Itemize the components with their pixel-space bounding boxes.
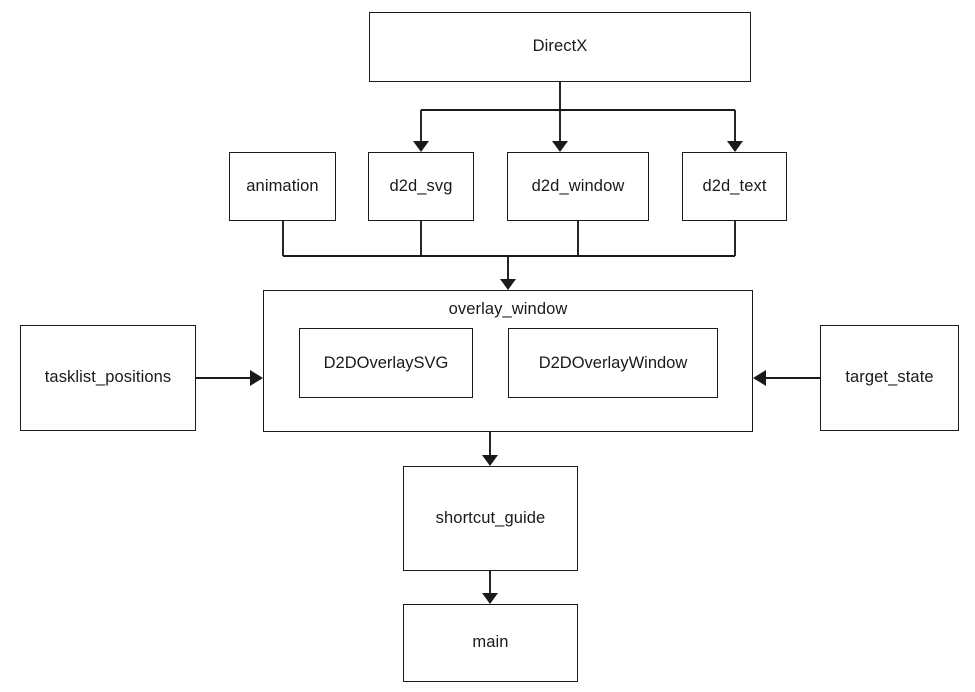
node-d2d-text[interactable]: d2d_text [682,152,787,221]
node-shortcut-guide[interactable]: shortcut_guide [403,466,578,571]
edge-tasklist-to-overlay [196,370,263,386]
node-d2d-svg-label: d2d_svg [389,176,453,195]
node-tasklist-positions[interactable]: tasklist_positions [20,325,196,431]
node-main-label: main [472,633,509,652]
node-target-state-label: target_state [845,368,934,387]
edge-directx-fanout [413,82,743,152]
node-directx[interactable]: DirectX [369,12,751,82]
node-directx-label: DirectX [532,37,588,56]
node-d2doverlaywindow-label: D2DOverlayWindow [538,353,688,372]
node-tasklist-positions-label: tasklist_positions [44,368,172,387]
node-d2doverlaysvg-label: D2DOverlaySVG [323,353,449,372]
edge-shortcut-to-main [482,571,498,604]
node-d2d-window[interactable]: d2d_window [507,152,649,221]
edge-targetstate-to-overlay [753,370,820,386]
node-overlay-window-label: overlay_window [448,300,568,318]
node-d2d-window-label: d2d_window [531,176,625,195]
node-animation-label: animation [246,176,319,195]
edge-row2-merge-bus [282,221,736,290]
node-shortcut-guide-label: shortcut_guide [435,508,546,527]
node-animation[interactable]: animation [229,152,336,221]
node-target-state[interactable]: target_state [820,325,959,431]
node-d2doverlaysvg[interactable]: D2DOverlaySVG [299,328,473,398]
node-d2d-svg[interactable]: d2d_svg [368,152,474,221]
node-d2doverlaywindow[interactable]: D2DOverlayWindow [508,328,718,398]
node-d2d-text-label: d2d_text [702,176,767,195]
node-main[interactable]: main [403,604,578,682]
edge-overlay-to-shortcut [482,432,498,466]
